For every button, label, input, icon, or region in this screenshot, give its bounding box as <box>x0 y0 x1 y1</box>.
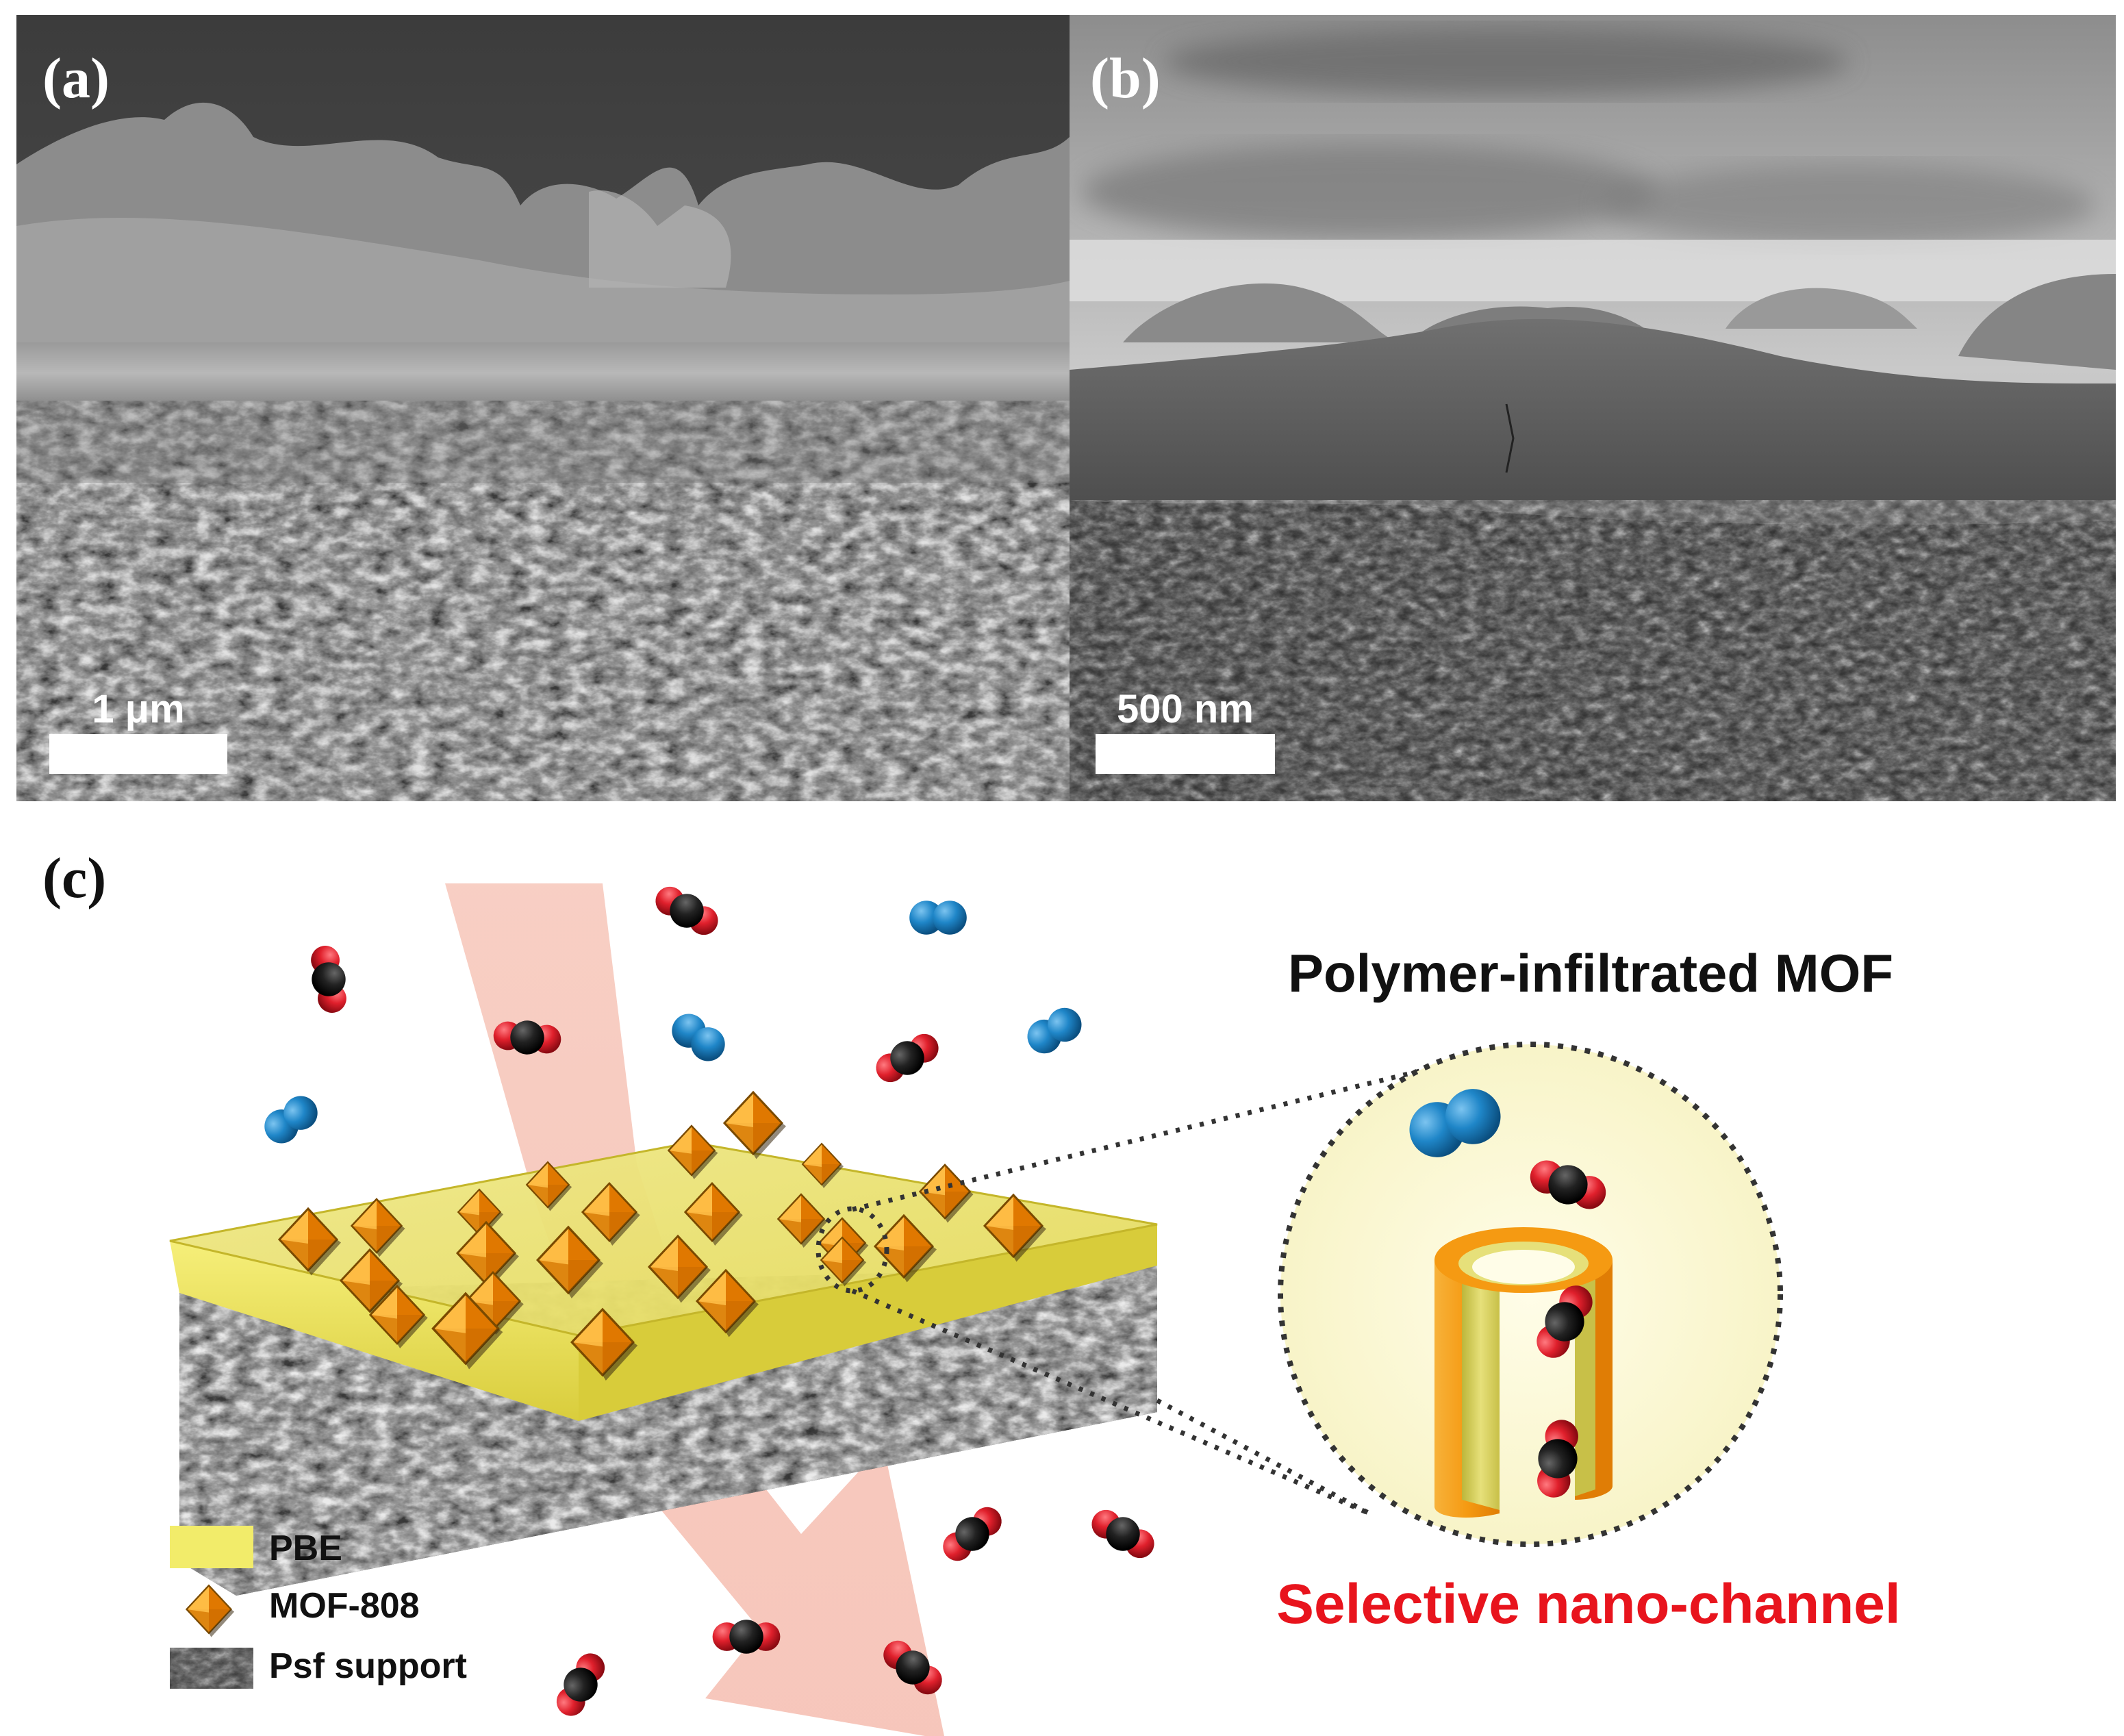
channel-label: Selective nano-channel <box>1276 1573 1900 1635</box>
panel-label-c: (c) <box>42 846 106 910</box>
scale-bar-b: 500 nm <box>1096 687 1275 774</box>
co2-molecule <box>712 1620 781 1654</box>
scale-bar-a: 1 μm <box>49 687 227 774</box>
n2-molecule <box>909 901 967 935</box>
legend-swatch-psf <box>170 1648 253 1689</box>
legend-label-psf: Psf support <box>269 1646 467 1686</box>
scale-bar-a-label: 1 μm <box>92 687 184 731</box>
co2-molecule <box>548 1646 613 1723</box>
zoom-inset <box>1278 1042 1783 1547</box>
nano-channel <box>1434 1227 1613 1518</box>
pbe-layer-front-right <box>579 1224 1157 1421</box>
n2-molecule <box>257 1089 325 1150</box>
scale-bar-a-bar <box>49 734 227 774</box>
schematic-title: Polymer-infiltrated MOF <box>1288 943 1893 1003</box>
legend: PBE MOF-808 Psf support <box>170 1526 467 1689</box>
co2-molecule <box>869 1026 946 1090</box>
pbe-layer-top <box>170 1142 1157 1335</box>
co2-molecule <box>1085 1502 1161 1566</box>
scale-bar-b-label: 500 nm <box>1117 687 1254 731</box>
legend-swatch-mof <box>186 1585 236 1638</box>
sem-panel-a <box>16 15 1070 801</box>
zoom-lines <box>816 1066 1432 1516</box>
pbe-layer-front-left <box>170 1241 579 1421</box>
panel-label-a: (a) <box>42 47 110 110</box>
co2-molecule <box>935 1499 1009 1569</box>
panel-label-b: (b) <box>1090 47 1161 110</box>
legend-label-pbe: PBE <box>269 1529 342 1568</box>
n2-molecule <box>1021 1001 1088 1060</box>
gas-flow-arrow <box>445 883 944 1736</box>
n2-molecule <box>665 1007 732 1068</box>
legend-label-mof: MOF-808 <box>269 1586 420 1626</box>
legend-swatch-pbe <box>170 1526 253 1568</box>
sem-panel-b <box>1070 15 2116 801</box>
co2-molecule <box>648 879 725 943</box>
co2-molecule <box>306 943 351 1016</box>
scale-bar-b-bar <box>1096 734 1275 774</box>
